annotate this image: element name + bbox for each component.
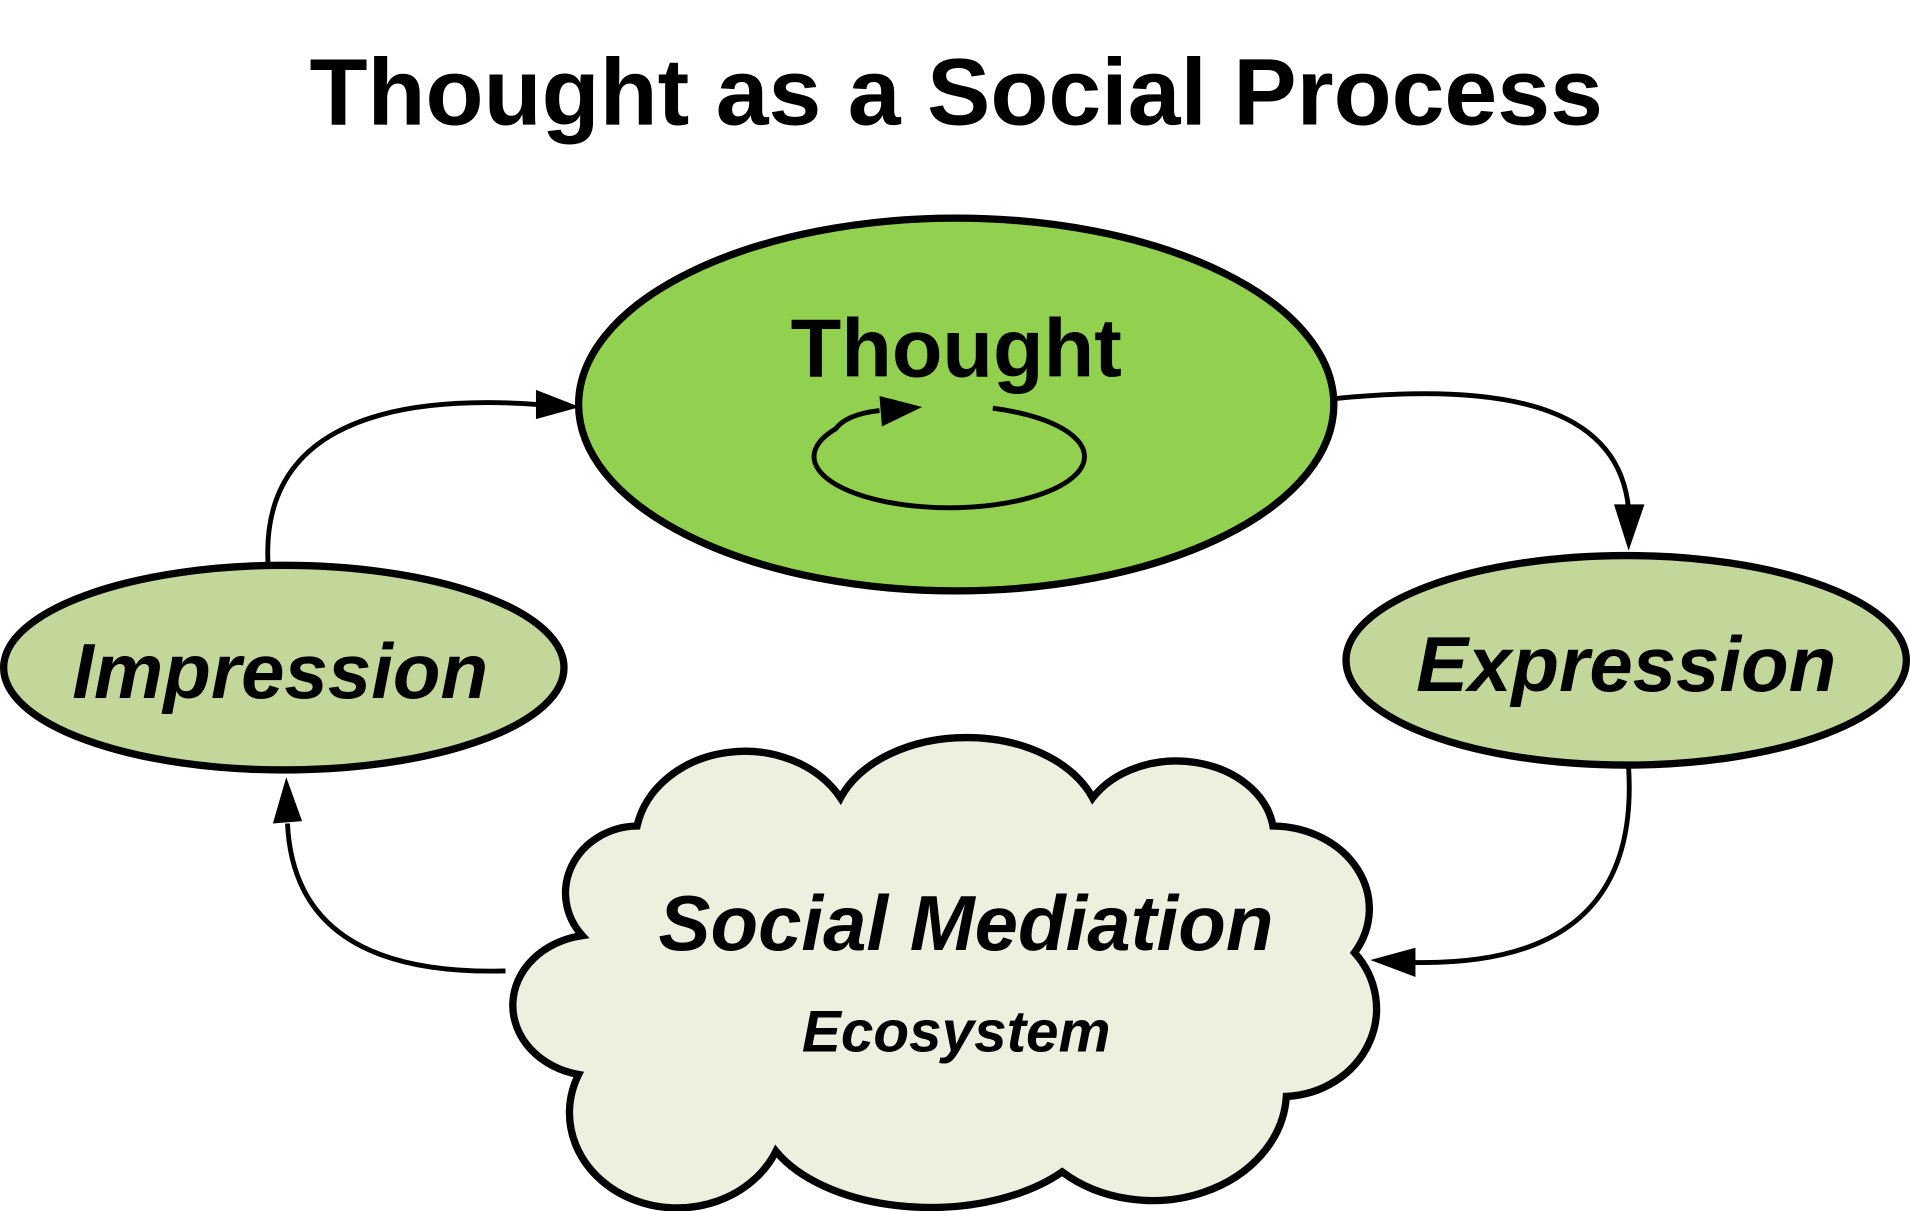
- node-impression-label: Impression: [72, 627, 488, 715]
- node-expression-label: Expression: [1416, 620, 1836, 708]
- self-loop-arrow: [811, 405, 1087, 511]
- node-social-mediation-cloud: Social Mediation Ecosystem: [509, 733, 1381, 1211]
- node-social-label: Social Mediation: [658, 879, 1273, 967]
- arrow-social-to-impression: [272, 777, 506, 974]
- arrow-impression-to-thought: [265, 389, 580, 563]
- diagram-title: Thought as a Social Process: [309, 39, 1602, 145]
- arrow-expression-to-social: [1370, 767, 1632, 978]
- node-expression: Expression: [1342, 551, 1910, 769]
- node-impression: Impression: [0, 561, 568, 774]
- node-thought: Thought: [574, 214, 1338, 595]
- arrow-thought-to-expression: [1336, 391, 1645, 551]
- node-thought-label: Thought: [791, 301, 1122, 394]
- node-social-sublabel: Ecosystem: [802, 999, 1111, 1064]
